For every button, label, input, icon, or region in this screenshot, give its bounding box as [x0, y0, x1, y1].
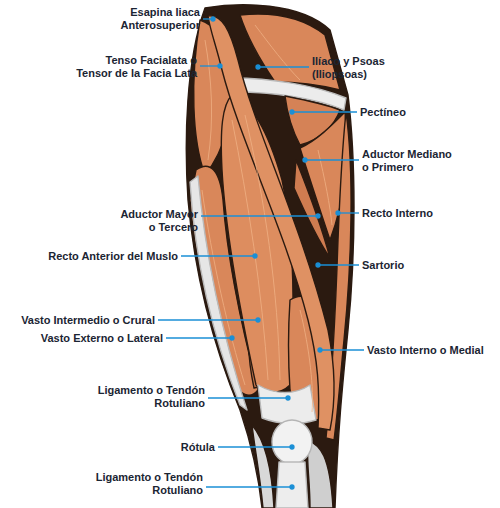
muscle-label: Recto Anterior del Muslo	[48, 250, 178, 263]
leader-line	[258, 66, 309, 67]
fibre-line	[232, 120, 268, 380]
leader-dot	[256, 318, 260, 322]
leader-line	[200, 65, 220, 66]
leader-line	[318, 264, 359, 265]
muscle-label: Pectíneo	[360, 106, 406, 119]
muscle-label: Esapina liaca Anterosuperior	[115, 6, 200, 31]
leader-dot	[218, 64, 222, 68]
muscle-label: Ligamento o Tendón Rotuliano	[93, 384, 205, 409]
leader-line	[181, 255, 255, 256]
leader-line	[292, 111, 357, 112]
leader-dot	[290, 110, 294, 114]
muscle-label: Recto Interno	[362, 207, 433, 220]
leader-dot	[290, 445, 294, 449]
fibre-line	[255, 25, 300, 80]
leader-group	[158, 17, 364, 489]
leader-line	[218, 446, 292, 447]
leader-dot	[253, 254, 257, 258]
leader-dot	[316, 263, 320, 267]
muscle-label: Ilíaco y Psoas (Iliopsoas)	[312, 55, 392, 80]
muscle-label: Vasto Interno o Medial	[367, 344, 484, 357]
leader-line	[166, 337, 232, 338]
muscle-fibres	[202, 25, 332, 412]
patellar-ligament	[276, 462, 308, 508]
quadriceps-tendon	[258, 385, 316, 424]
fibre-line	[318, 150, 332, 225]
leader-dot	[290, 485, 294, 489]
fibre-line	[245, 115, 280, 380]
leader-line	[305, 159, 359, 160]
leader-dot	[318, 348, 322, 352]
lower-leg-lateral	[252, 425, 274, 508]
muscle-label: Aductor Mediano o Primero	[362, 148, 457, 173]
muscle-label: Rótula	[181, 441, 215, 454]
muscle-label: Vasto Intermedio o Crural	[21, 314, 155, 327]
leader-dot	[336, 211, 340, 215]
leader-dot	[286, 396, 290, 400]
leader-line	[320, 349, 364, 350]
muscle-label: Vasto Externo o Lateral	[41, 332, 163, 345]
fibre-line	[300, 310, 313, 412]
muscle-label: Aductor Mayor o Tercero	[116, 208, 198, 233]
leader-dot	[230, 336, 234, 340]
fibre-line	[205, 40, 212, 160]
leader-line	[206, 486, 292, 487]
muscle-label: Sartorio	[362, 259, 404, 272]
patella-bone	[272, 420, 312, 464]
leader-dot	[303, 158, 307, 162]
fibre-line	[202, 190, 245, 385]
leader-line	[158, 319, 258, 320]
leader-dot	[211, 17, 215, 21]
muscle-label: Ligamento o Tendón Rotuliano	[91, 471, 203, 496]
leader-dot	[256, 65, 260, 69]
leader-dot	[316, 214, 320, 218]
leader-line	[201, 215, 318, 216]
leader-line	[338, 212, 359, 213]
muscle-label: Tenso Facialata o Tensor de la Facia Lat…	[72, 54, 197, 79]
leader-line	[208, 397, 288, 398]
